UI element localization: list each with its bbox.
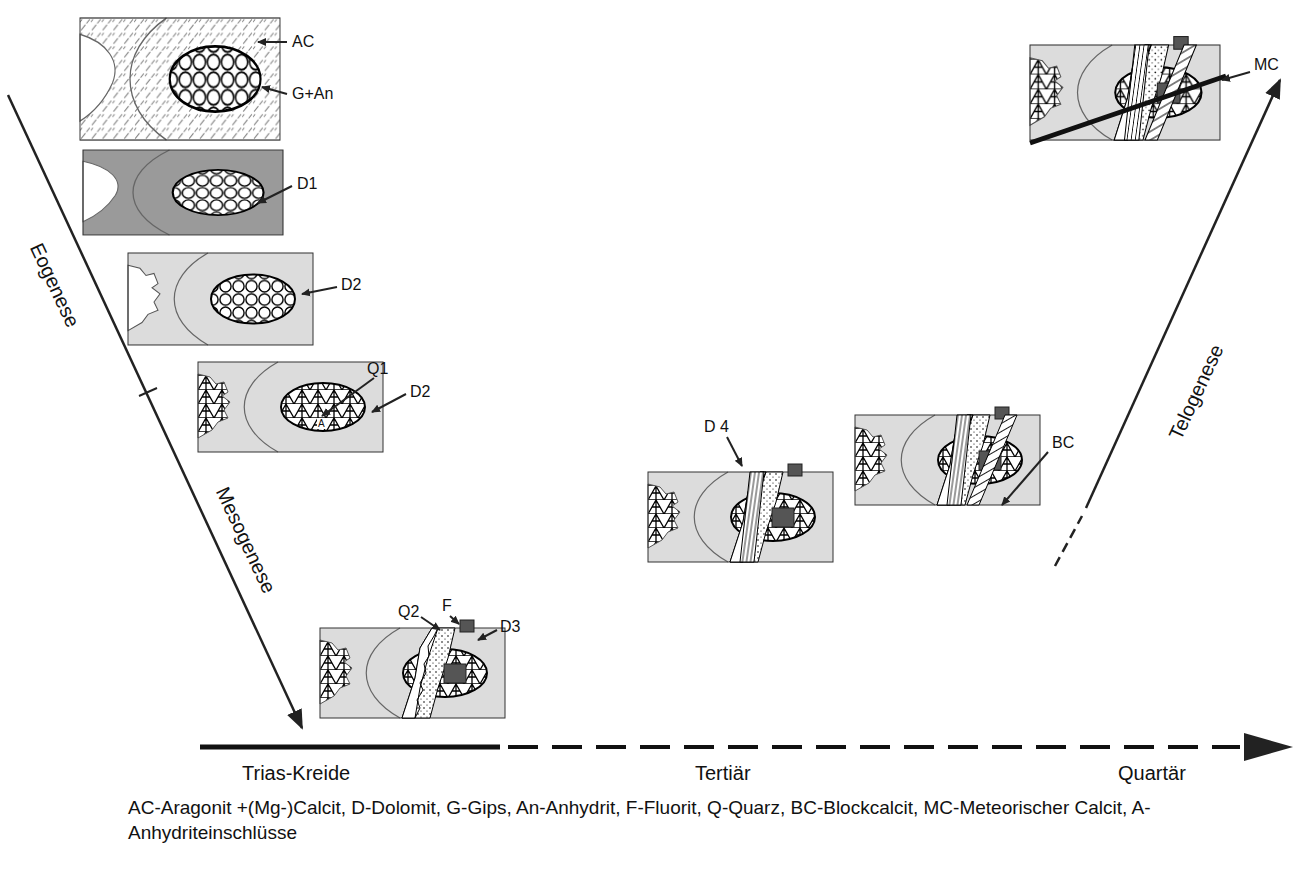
callout-label: MC [1254, 56, 1279, 74]
period-label: Trias-Kreide [242, 762, 350, 784]
inclusion-label: A [317, 418, 326, 429]
stage-label: Mesogenese [212, 483, 280, 596]
callout-label: Q1 [367, 360, 388, 378]
callout-label: AC [292, 33, 314, 51]
legend-caption: AC-Aragonit +(Mg-)Calcit, D-Dolomit, G-G… [128, 796, 1228, 845]
period-label: Tertiär [695, 762, 751, 784]
callout-label: G+An [292, 85, 333, 103]
callout-label: D 4 [704, 418, 729, 436]
callout-label: BC [1052, 434, 1074, 452]
callout-label: D2 [341, 276, 361, 294]
callout-label: D1 [297, 175, 317, 193]
callout-label: D2 [410, 383, 430, 401]
stage-label: Eogenese [26, 240, 84, 331]
callout-label: Q2 [398, 603, 419, 621]
stage-label: Telogenese [1164, 341, 1227, 443]
callout-label: F [442, 597, 452, 615]
callout-label: D3 [500, 618, 520, 636]
period-label: Quartär [1118, 762, 1186, 784]
